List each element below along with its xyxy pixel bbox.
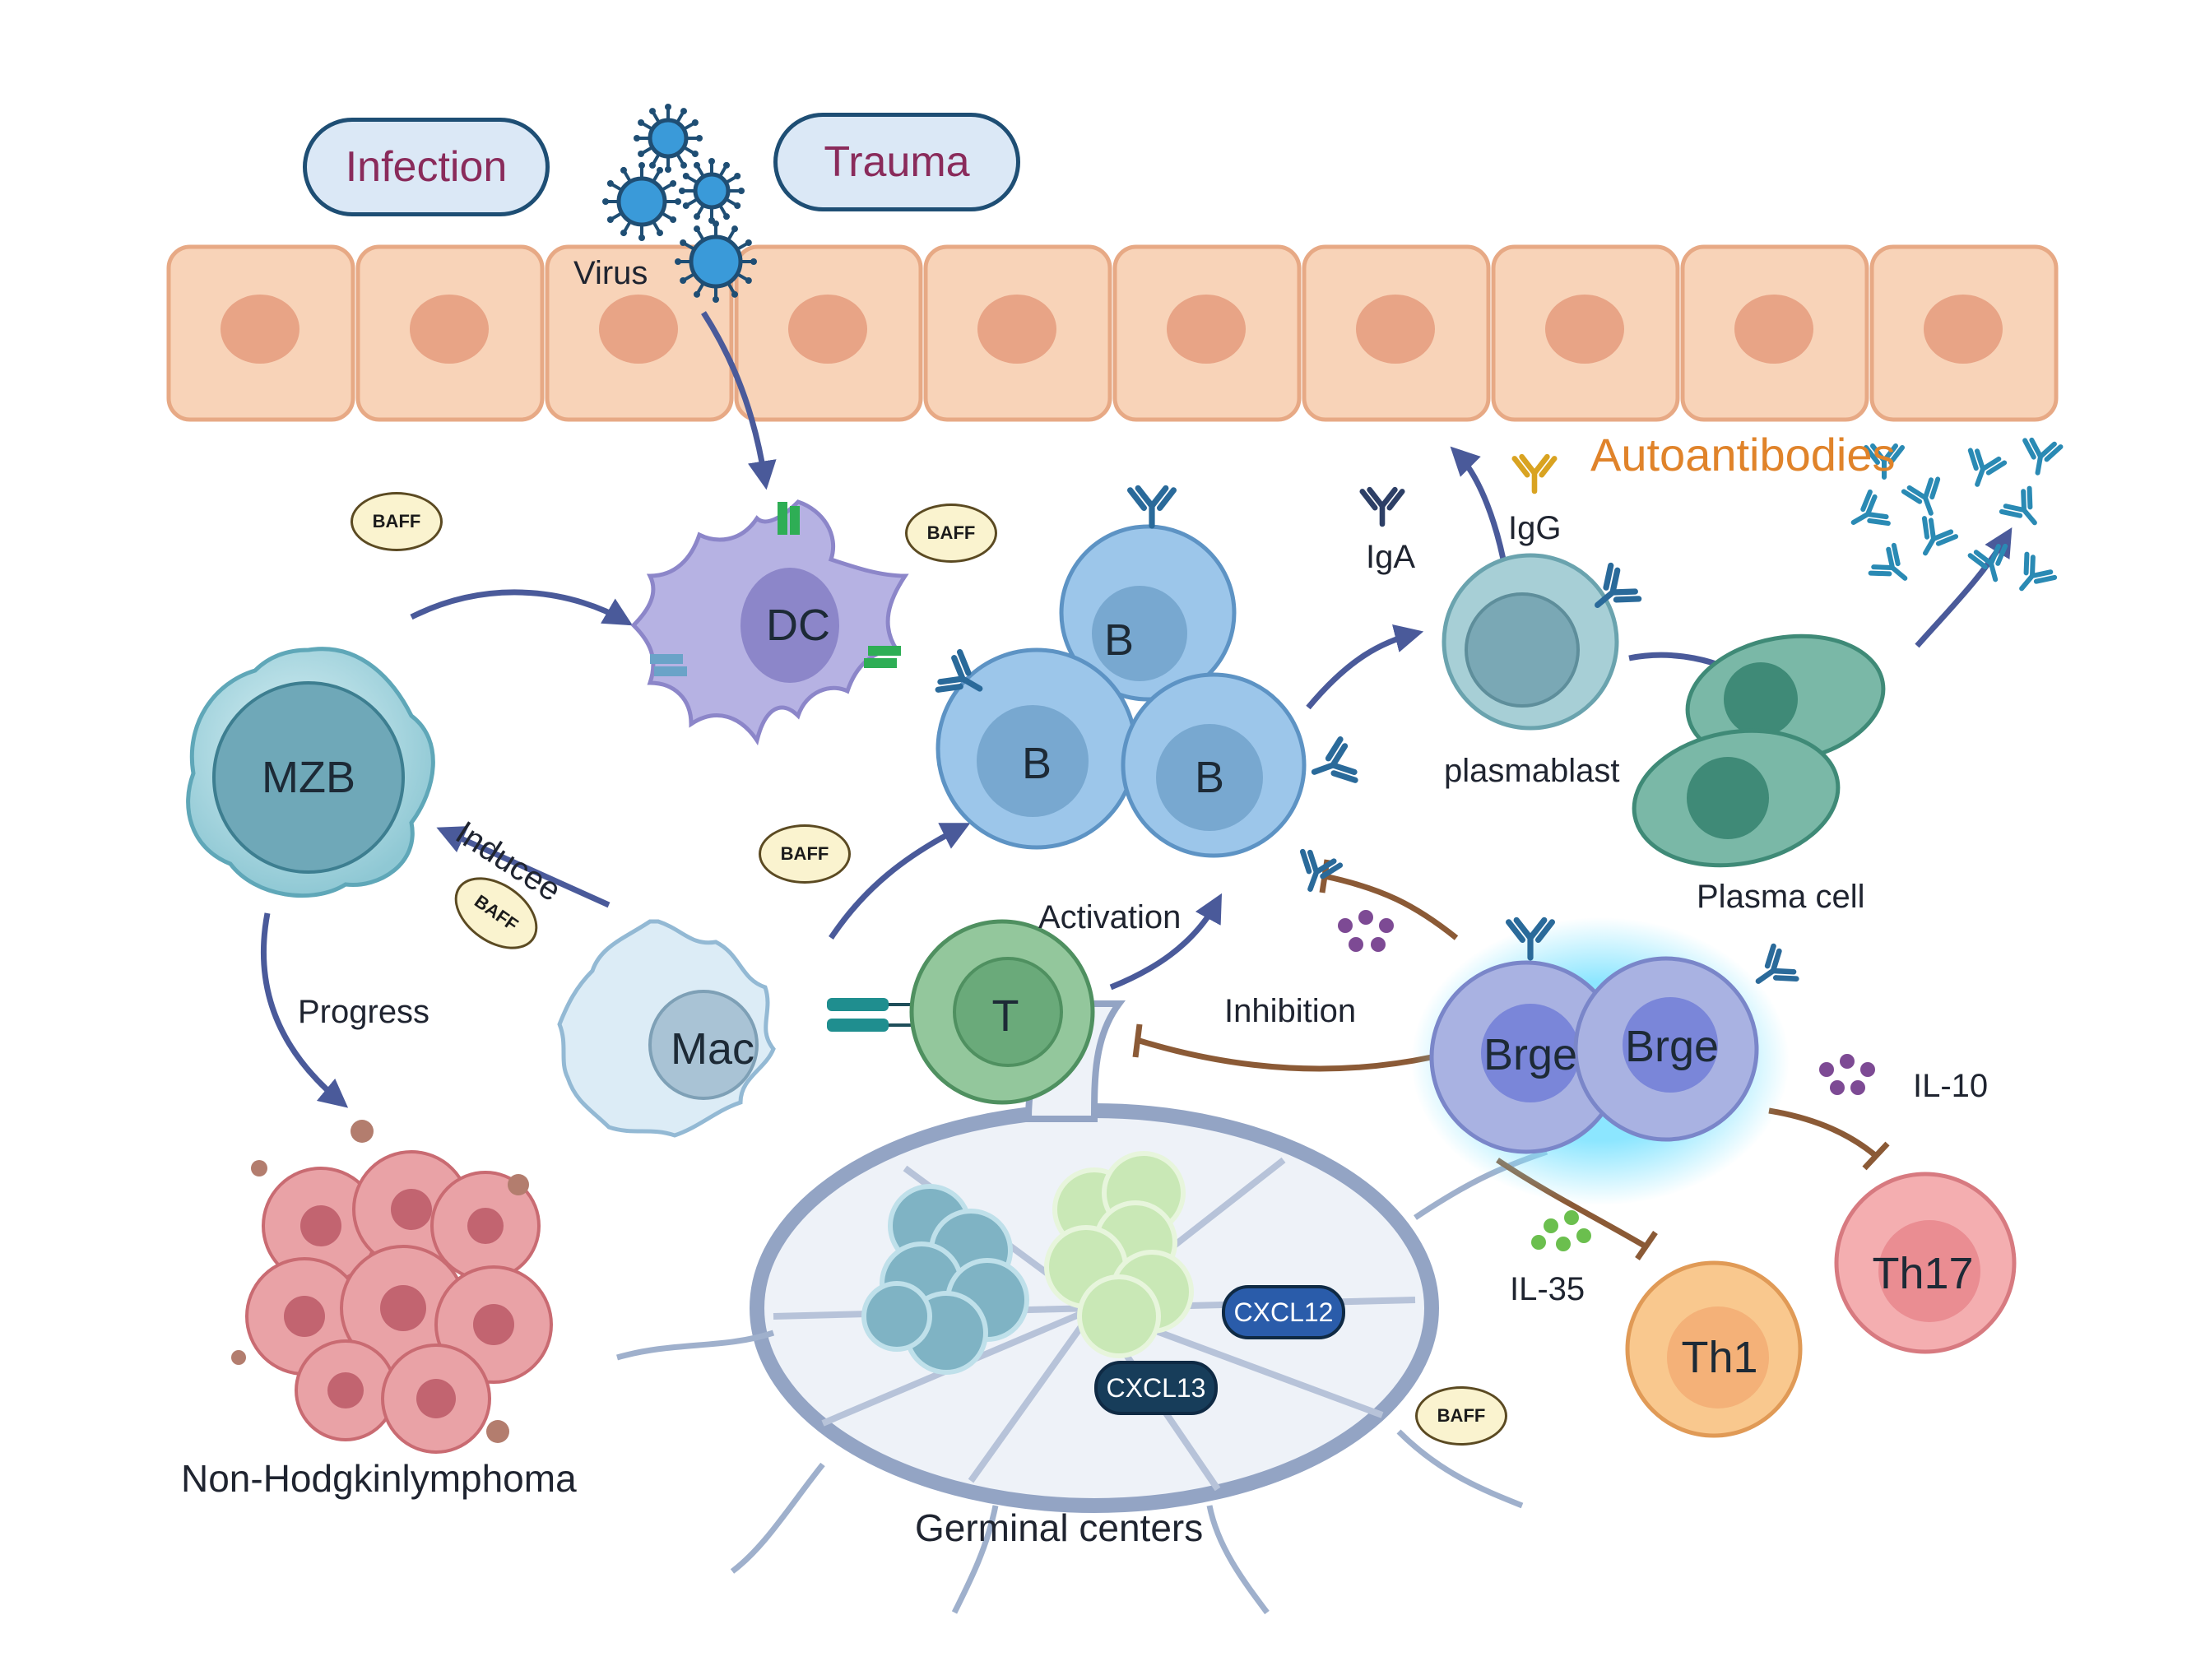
plasma-cell-label: Plasma cell [1697,879,1865,915]
epithelial-layer [166,244,2059,422]
antibody-icon [1850,489,1891,527]
epithelial-nucleus [1167,295,1246,364]
antibody-icon [1755,943,1799,984]
b-label-right: B [1194,753,1225,802]
th1-label: Th1 [1681,1333,1758,1382]
germinal-centers-label: Germinal centers [915,1506,1204,1549]
baff-badge-3: BAFF [759,824,851,884]
antibody-icon [1967,543,2008,582]
mac-cell [557,919,776,1138]
antibody-icon [935,648,983,693]
baff-badge-2: BAFF [905,504,997,563]
germinal-center [616,1000,1548,1615]
b-label-left: B [1021,739,1052,788]
epithelial-nucleus [977,295,1056,364]
virus-icon [675,220,757,303]
baff-badge-5: BAFF [1415,1386,1507,1446]
plasmablast-label: plasmablast [1444,753,1620,789]
t-label: T [991,991,1019,1041]
antibody-icon [1868,542,1908,581]
t-cell [909,919,1095,1105]
virus-icon [634,104,703,173]
infection-label: Infection [303,118,550,216]
th17-cell [1834,1172,2017,1354]
epithelial-nucleus [599,295,678,364]
il35-label: IL-35 [1510,1271,1585,1307]
progress-label: Progress [298,994,430,1030]
antibody-icon [1126,485,1177,529]
lymphoma-cluster [231,1120,553,1454]
cxcl13-badge: CXCL13 [1094,1361,1218,1415]
inhibition-label: Inhibition [1224,993,1357,1029]
virus-icon [679,158,745,224]
antibody-icon [1299,848,1344,892]
th17-label: Th17 [1872,1249,1974,1298]
antibody-glyphs [935,437,2064,984]
il10-label: IL-10 [1913,1068,1989,1104]
baff-badge-1: BAFF [351,492,443,551]
brge-label-right: Brge [1624,1022,1720,1071]
antibody-icon [2022,437,2064,476]
autoantibodies-label: Autoantibodies [1590,429,1896,480]
trauma-label: Trauma [773,113,1020,211]
cxcl12-badge: CXCL12 [1222,1285,1345,1339]
antibody-icon [1311,736,1358,783]
dc-cell [630,499,909,746]
plasmablast-cell [1442,553,1619,731]
antibody-icon [1921,516,1959,556]
antibody-icon [1999,485,2037,526]
antibody-icon [1595,562,1642,609]
dc-label: DC [766,601,830,650]
epithelial-nucleus [221,295,299,364]
antibody-icon [1967,448,2008,487]
igg-label: IgG [1508,510,1562,546]
antibody-icon [1359,486,1405,527]
epithelial-nucleus [1924,295,2003,364]
epithelial-nucleus [410,295,489,364]
epithelial-nucleus [1356,295,1435,364]
lymphoma-label: Non-Hodgkinlymphoma [181,1457,577,1500]
b-cells [936,524,1307,858]
antibody-icon [1505,917,1556,961]
antibody-icon [1511,453,1558,494]
mhc-tcr-receptors [827,998,913,1032]
antibody-icon [1864,443,1905,480]
antibody-icon [1901,476,1941,516]
antibody-icon [2019,551,2058,592]
plasma-cells [1632,633,1886,868]
th1-cell [1625,1260,1803,1438]
mac-label: Mac [670,1024,755,1074]
epithelial-nucleus [1545,295,1624,364]
virus-particles [602,104,757,303]
mzb-cell [186,647,435,898]
epithelial-nucleus [1734,295,1813,364]
b-label-top: B [1103,615,1135,665]
mzb-label: MZB [262,753,355,802]
virus-label: Virus [573,255,648,291]
epithelial-nucleus [788,295,867,364]
cytokine-dots [1338,910,1875,1251]
virus-icon [602,162,681,241]
brge-label-left: Brge [1483,1030,1578,1079]
activation-label: Activation [1038,899,1182,935]
brge-cells [1411,917,1790,1205]
iga-label: IgA [1366,539,1416,575]
